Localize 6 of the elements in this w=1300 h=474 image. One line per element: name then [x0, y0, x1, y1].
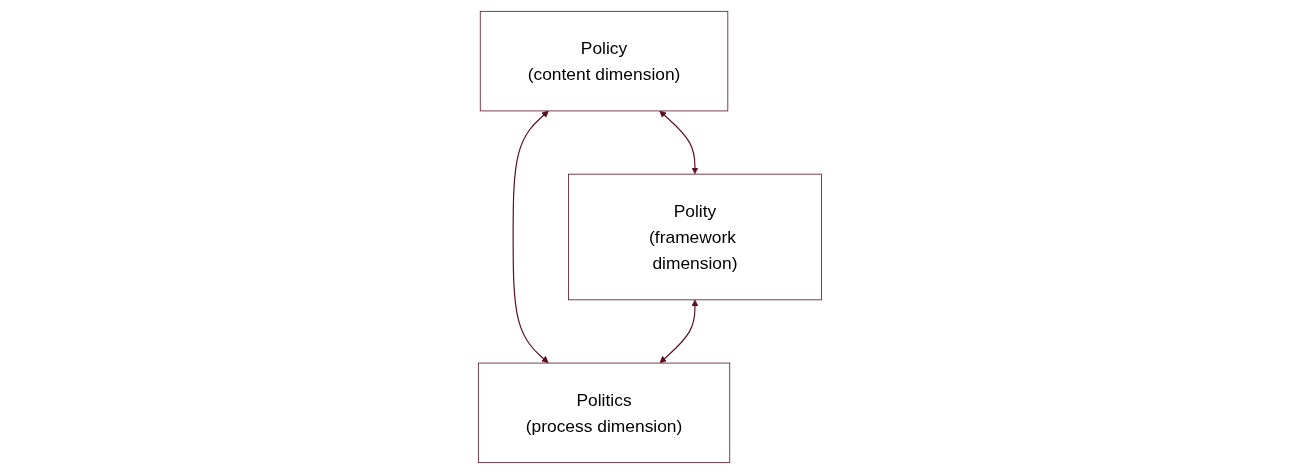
arrow	[659, 299, 699, 364]
arrow	[512, 110, 549, 364]
node-box: Polity (framework dimension)	[568, 173, 822, 301]
arrow	[659, 110, 699, 175]
node-box: Policy (content dimension)	[479, 10, 729, 112]
node-box: Politics (process dimension)	[478, 362, 731, 464]
